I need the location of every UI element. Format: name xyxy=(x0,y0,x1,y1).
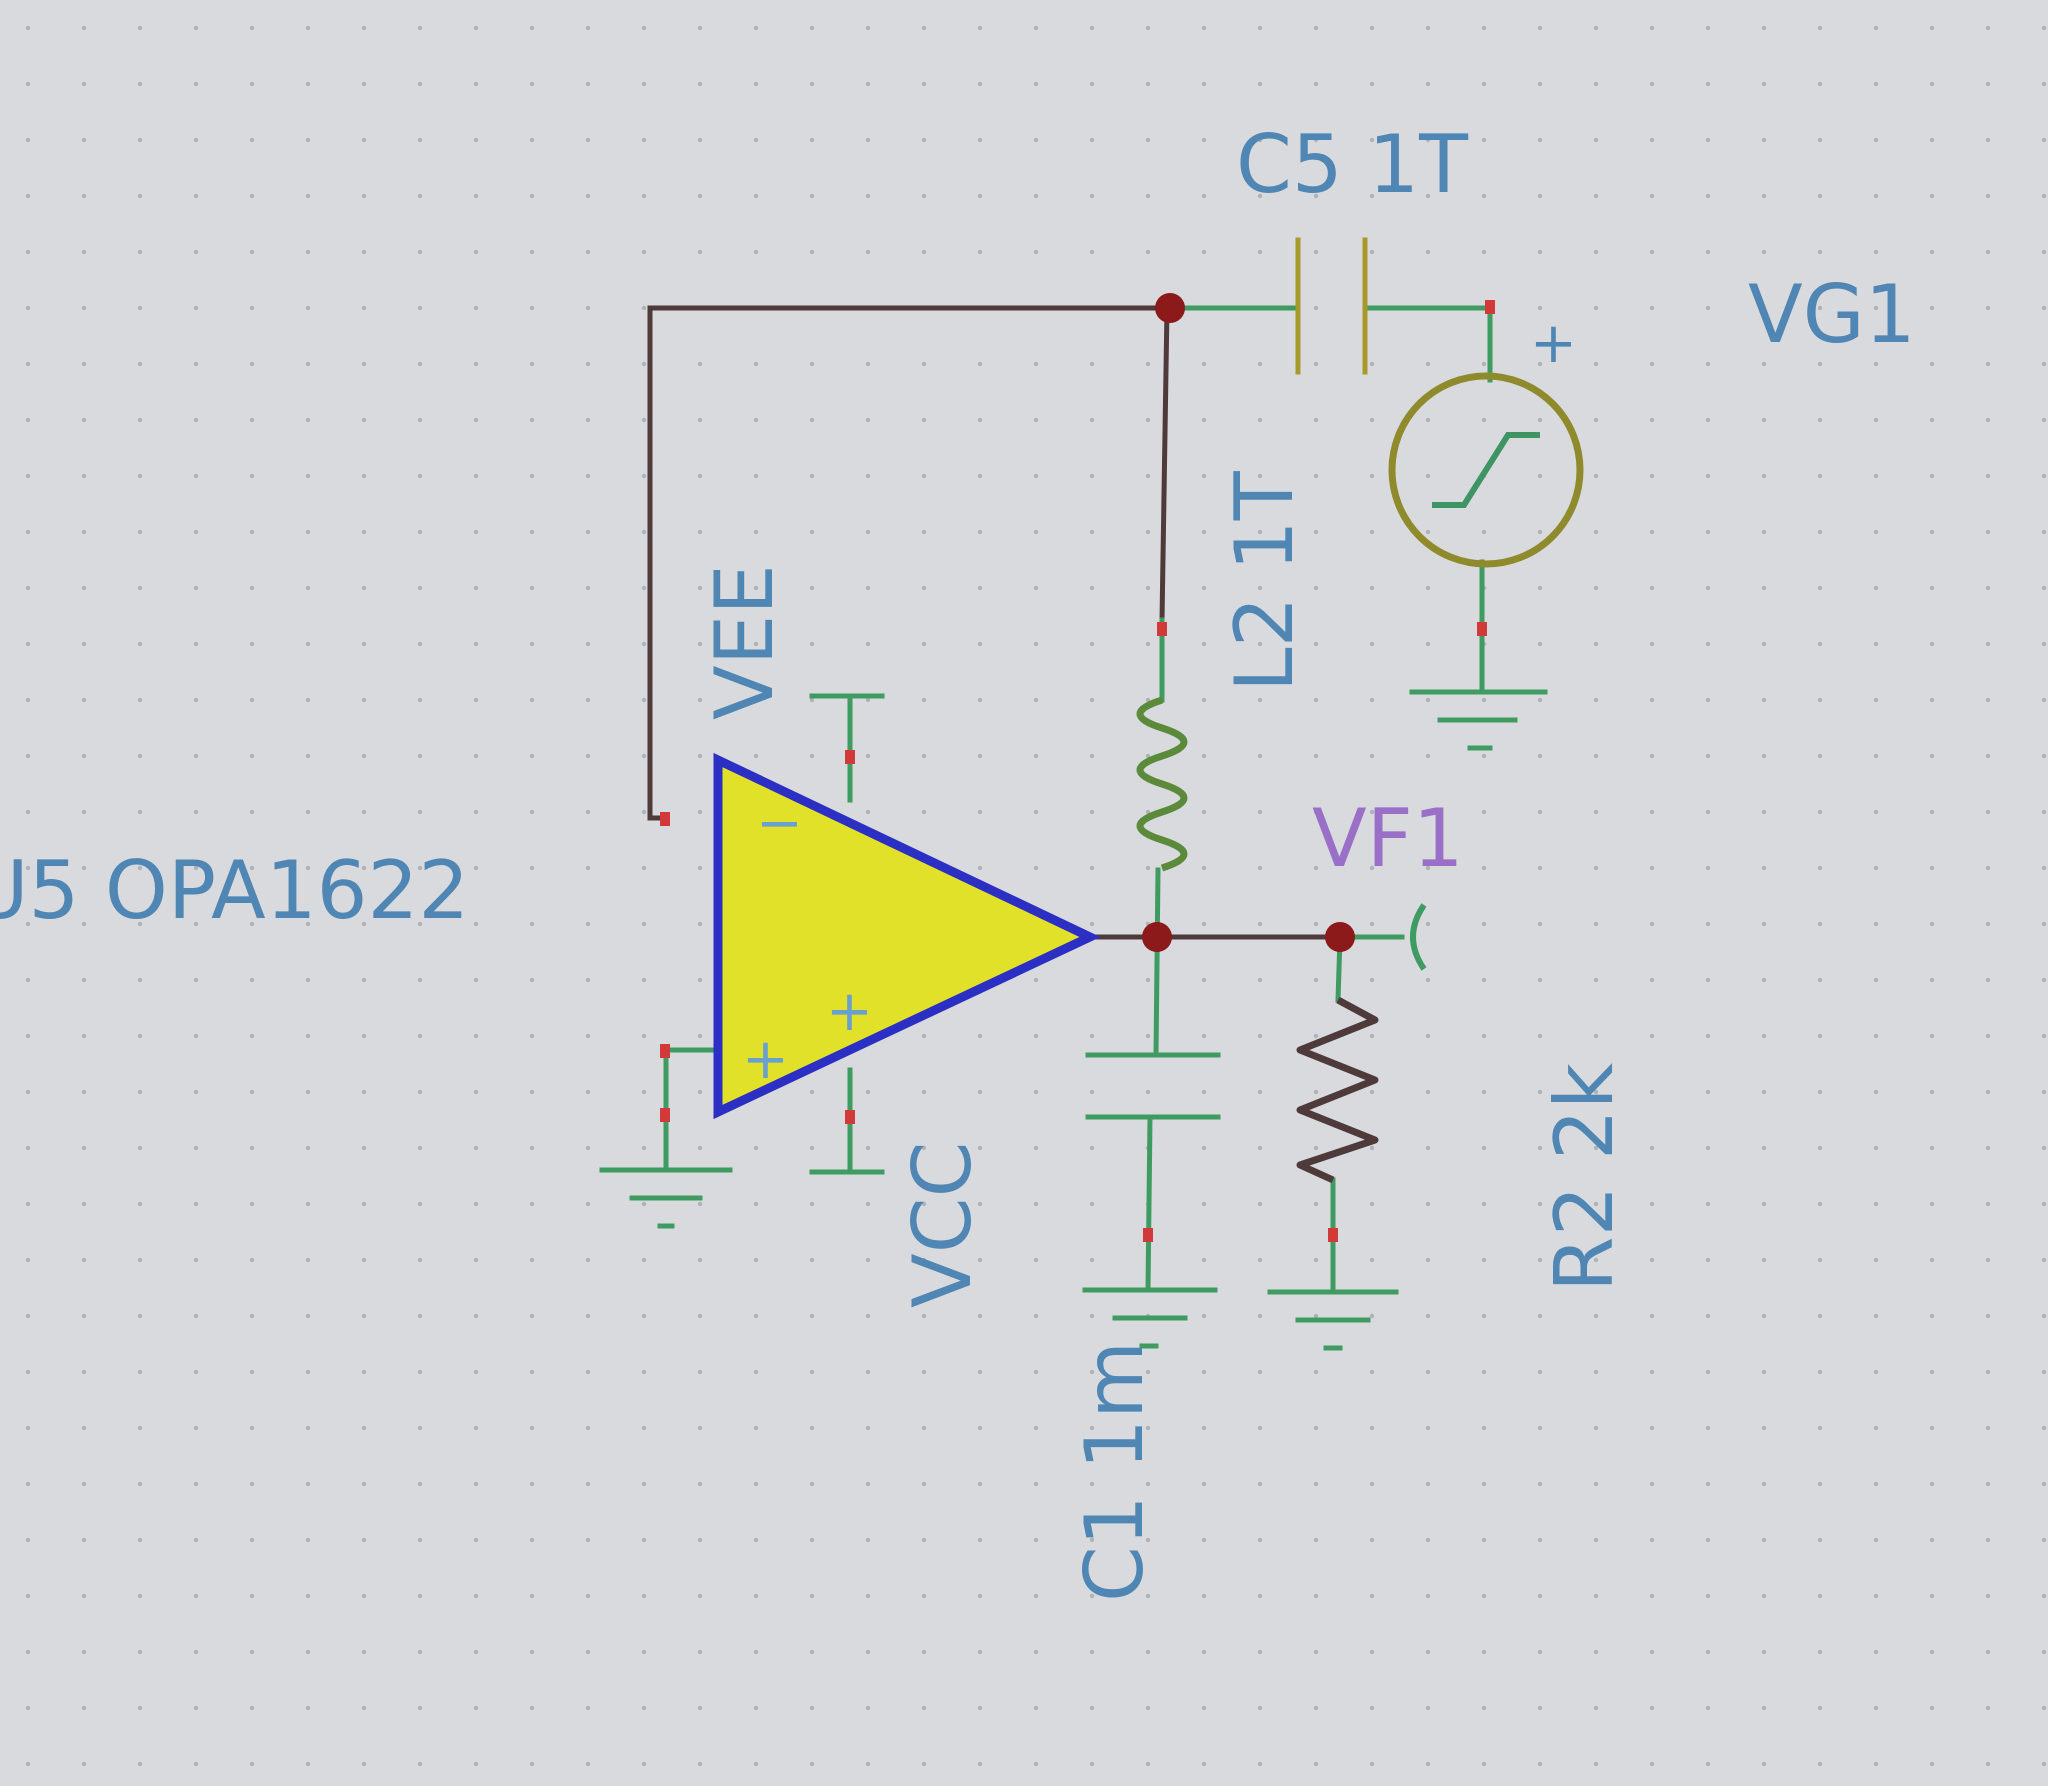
node-top[interactable] xyxy=(1155,293,1185,323)
step-waveform-icon xyxy=(1432,432,1540,508)
opamp-u5[interactable]: − + + xyxy=(713,752,1101,1120)
wire-l2-to-out[interactable] xyxy=(1153,867,1161,1058)
ground-r2 xyxy=(1267,1289,1399,1351)
label-l2: L2 1T xyxy=(1218,470,1311,692)
opamp-body[interactable] xyxy=(713,752,1101,1120)
opamp-supply-plus-sign: + xyxy=(826,979,873,1044)
wire-out-to-c1-bottom[interactable] xyxy=(1145,1114,1153,1293)
label-r2: R2 2k xyxy=(1538,1062,1631,1292)
label-c1: C1 1m xyxy=(1068,1341,1161,1602)
node-r2[interactable] xyxy=(1325,922,1355,952)
wire-feedback[interactable] xyxy=(647,305,1175,821)
label-c5: C5 1T xyxy=(1236,118,1469,211)
source-plus-sign: + xyxy=(1530,311,1577,376)
node-output[interactable] xyxy=(1142,922,1172,952)
opamp-inverting-sign: − xyxy=(756,791,803,856)
capacitor-c5[interactable] xyxy=(1295,237,1368,375)
source-vg1[interactable]: + xyxy=(1388,311,1584,568)
ground-c1 xyxy=(1082,1287,1218,1349)
capacitor-c1[interactable] xyxy=(1085,1052,1221,1120)
opamp-noninverting-sign: + xyxy=(742,1027,789,1092)
inductor-l2[interactable] xyxy=(1136,696,1188,872)
label-vf1: VF1 xyxy=(1312,792,1464,885)
pin-marks xyxy=(660,300,1495,1242)
label-u5: U5 OPA1622 xyxy=(0,844,469,937)
resistor-r2[interactable] xyxy=(1296,996,1379,1184)
wire-top-to-l2[interactable] xyxy=(1159,305,1170,623)
probe-vf1[interactable] xyxy=(1410,903,1427,971)
label-vee: VEE xyxy=(698,564,791,720)
label-vg1: VG1 xyxy=(1748,268,1916,361)
label-vcc: VCC xyxy=(896,1142,989,1308)
ground-source xyxy=(1409,689,1548,751)
ground-noninv xyxy=(599,1167,733,1229)
